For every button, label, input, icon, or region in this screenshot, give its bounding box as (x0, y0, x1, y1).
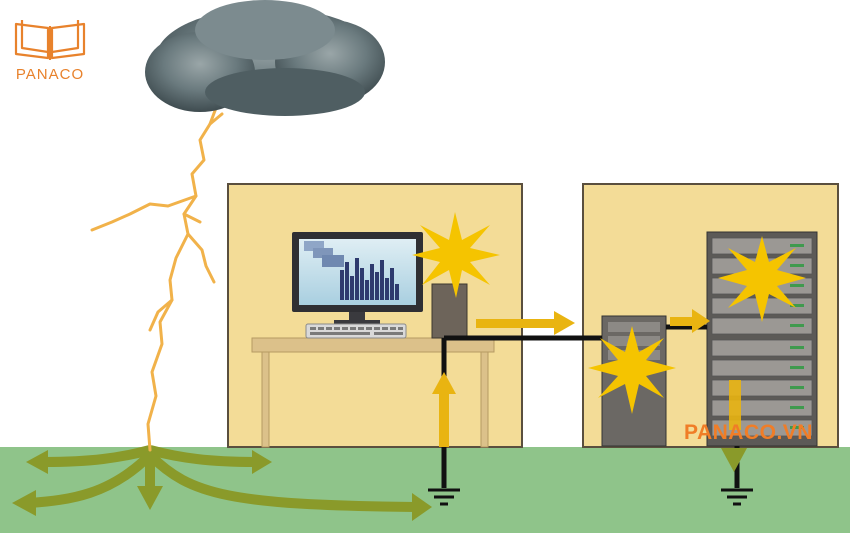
logo-text: PANACO (15, 66, 85, 83)
keyboard-icon (305, 323, 407, 339)
power-outlet-box (431, 283, 468, 339)
surge-spark-icon (588, 326, 676, 414)
ground-symbol-icon (721, 488, 753, 506)
panaco-logo: PANACO (8, 10, 92, 84)
ground-current-arrows (29, 445, 416, 512)
ground-arrowheads (12, 450, 432, 521)
ground-symbol-icon (428, 488, 460, 506)
storm-cloud-icon (145, 0, 385, 116)
office-room (227, 183, 523, 448)
surge-spark-icon (412, 212, 500, 298)
desk (251, 337, 495, 448)
book-logo-icon (14, 20, 86, 60)
surge-spark-icon (718, 236, 806, 322)
lightning-bolt-icon (90, 86, 242, 452)
surge-current-arrows (432, 309, 747, 472)
watermark-text: PANACO.VN (684, 421, 813, 444)
computer-monitor-icon (292, 232, 423, 325)
